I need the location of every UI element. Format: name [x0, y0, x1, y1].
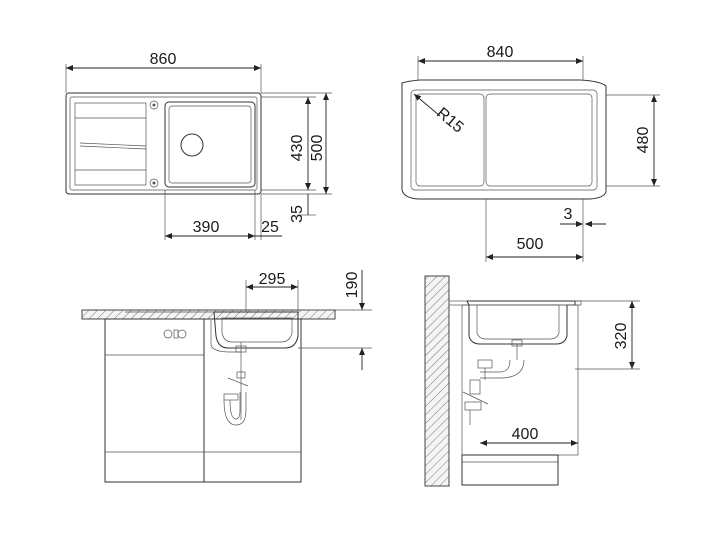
tap-hole-icon — [149, 100, 159, 110]
drain-pipe-icon — [462, 339, 525, 425]
dim-500-bowl: 500 — [517, 236, 544, 253]
dim-r15: R15 — [433, 105, 466, 137]
cutout-outline — [401, 79, 607, 200]
dim-190: 190 — [344, 272, 361, 299]
cutout-view: R15 840 480 3 500 — [401, 44, 660, 262]
dishwasher — [104, 318, 205, 483]
siphon-icon — [210, 320, 249, 426]
dim-390: 390 — [193, 219, 220, 236]
dial-icon — [163, 329, 173, 339]
dim-3: 3 — [564, 206, 573, 223]
drain-icon — [180, 133, 204, 157]
front-view: 295 190 — [81, 270, 372, 483]
dim-430: 430 — [289, 135, 306, 162]
worktop — [81, 309, 336, 320]
side-view: 320 400 — [424, 275, 640, 487]
dim-35: 35 — [289, 205, 306, 223]
dim-25: 25 — [261, 219, 279, 236]
sink-section-side — [466, 300, 576, 345]
sink-outline — [65, 92, 262, 195]
drainer-area — [74, 102, 147, 186]
dim-860: 860 — [150, 51, 177, 68]
dim-400: 400 — [512, 426, 539, 443]
sink-cabinet — [203, 318, 302, 483]
dim-295: 295 — [259, 271, 286, 288]
wall — [424, 275, 450, 487]
dim-320: 320 — [613, 323, 630, 350]
sink-section — [213, 311, 299, 349]
dim-840: 840 — [487, 44, 514, 61]
top-view: 860 430 500 35 390 25 — [65, 51, 332, 240]
dim-480: 480 — [635, 127, 652, 154]
dim-500-depth: 500 — [309, 135, 326, 162]
overflow-icon — [149, 178, 159, 188]
bowl — [164, 101, 256, 188]
